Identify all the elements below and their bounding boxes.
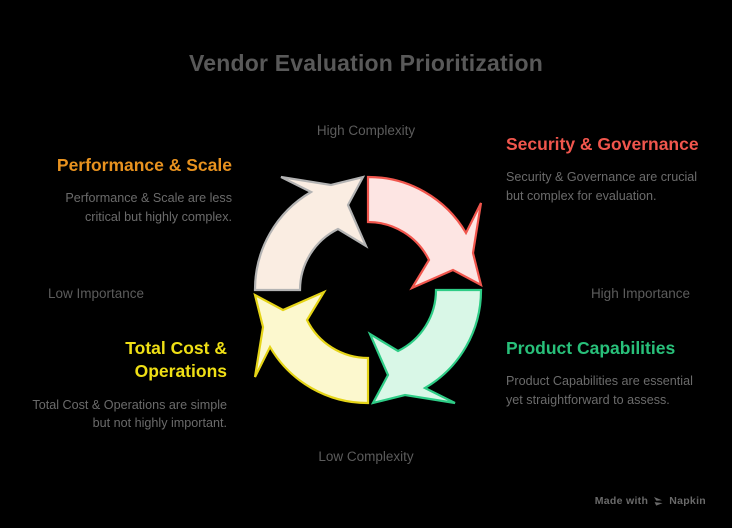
- quadrant-security-and-governance: Security & Governance Security & Governa…: [506, 133, 702, 205]
- cycle-segment-performance[interactable]: [253, 175, 369, 292]
- axis-label-low-importance: Low Importance: [48, 286, 145, 301]
- made-with-label: Made with: [594, 495, 649, 507]
- quadrant-product-capabilities: Product Capabilities Product Capabilitie…: [506, 337, 702, 409]
- page-title: Vendor Evaluation Prioritization: [188, 50, 543, 76]
- napkin-logo-icon: [653, 496, 664, 507]
- cycle-segment-product[interactable]: [367, 288, 483, 405]
- cycle-segment-security[interactable]: [366, 175, 483, 291]
- quadrant-total-cost-and-operations: Total Cost & Operations Total Cost & Ope…: [31, 337, 227, 433]
- axis-label-high-complexity: High Complexity: [316, 123, 416, 138]
- quadrant-title-cost: Total Cost & Operations: [125, 338, 227, 382]
- cycle-diagram: [245, 167, 491, 413]
- cycle-segment-cost[interactable]: [253, 289, 370, 405]
- quadrant-description-performance: Performance & Scale are less critical bu…: [65, 191, 232, 224]
- axis-label-high-importance: High Importance: [590, 286, 690, 301]
- axis-label-low-complexity: Low Complexity: [318, 449, 414, 464]
- quadrant-performance-and-scale: Performance & Scale Performance & Scale …: [36, 154, 232, 226]
- quadrant-description-security: Security & Governance are crucial but co…: [506, 170, 698, 203]
- made-with-napkin-footer[interactable]: Made with Napkin: [595, 495, 706, 507]
- quadrant-description-cost: Total Cost & Operations are simple but n…: [32, 397, 227, 431]
- quadrant-title-security: Security & Governance: [506, 134, 699, 154]
- quadrant-description-product: Product Capabilities are essential yet s…: [506, 374, 693, 407]
- quadrant-title-performance: Performance & Scale: [56, 155, 232, 175]
- napkin-brand-label: Napkin: [669, 495, 706, 507]
- quadrant-title-product: Product Capabilities: [506, 338, 676, 358]
